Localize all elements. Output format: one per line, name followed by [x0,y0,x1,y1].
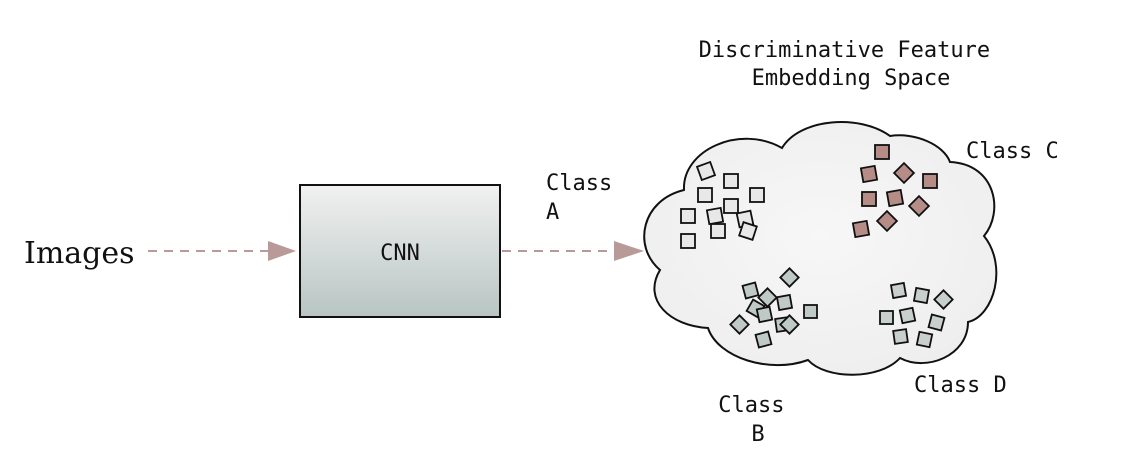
class-c-sample [875,209,899,233]
class-c-cluster [851,144,938,239]
class-c-sample [892,161,916,185]
class-b-sample [775,293,794,312]
class-b-sample [741,281,760,300]
class-b-label: Class B [718,393,797,447]
space-title-line-1: Discriminative Feature [699,38,990,63]
embedding-space-cloud [643,121,998,376]
class-d-sample [912,286,931,305]
class-a-sample [723,198,739,214]
class-d-sample [898,306,917,325]
space-title-line-2: Embedding Space [752,66,951,91]
class-d-sample [933,289,954,310]
class-a-sample [738,221,758,241]
class-b-sample [779,314,800,335]
cnn-label: CNN [380,241,420,266]
class-b-label-line-2: B [751,422,764,447]
class-d-label: Class D [914,373,1007,398]
class-d-sample [927,313,946,332]
class-a-sample [680,208,696,224]
class-a-sample [749,187,765,203]
class-c-sample [851,219,871,239]
class-d-sample [915,330,934,349]
class-d-sample [889,281,908,300]
class-c-sample [874,144,890,160]
class-c-sample [861,191,877,207]
class-a-sample [710,223,726,239]
class-a-sample [723,173,739,189]
class-d-sample [892,328,909,345]
input-label: Images [24,236,135,271]
class-c-sample [885,188,905,208]
class-d-cluster [879,281,954,349]
class-b-sample [803,304,818,319]
class-d-sample [879,310,894,325]
space-title: Discriminative Feature Embedding Space [699,38,1004,91]
class-a-sample [680,233,696,249]
class-b-sample [757,287,778,308]
class-b-label-line-1: Class [718,393,784,418]
class-c-sample [907,194,931,218]
class-c-sample [859,164,879,184]
class-c-label: Class C [966,139,1059,164]
class-a-sample [695,160,717,182]
class-a-label: Class A [546,171,625,225]
class-c-sample [922,173,938,189]
class-a-label-line-2: A [546,200,559,225]
output-arrowhead [614,241,644,261]
class-b-sample [729,314,750,335]
class-a-cluster [680,160,765,249]
class-a-label-line-1: Class [546,171,612,196]
class-b-sample [754,330,773,349]
cnn-block: CNN [299,184,501,318]
class-a-sample [705,206,725,226]
class-b-sample [755,305,774,324]
input-arrow [148,241,296,261]
class-b-sample [779,267,800,288]
class-a-sample [697,187,713,203]
class-b-cluster [729,267,818,349]
output-arrow [502,241,644,261]
input-arrowhead [268,241,296,261]
